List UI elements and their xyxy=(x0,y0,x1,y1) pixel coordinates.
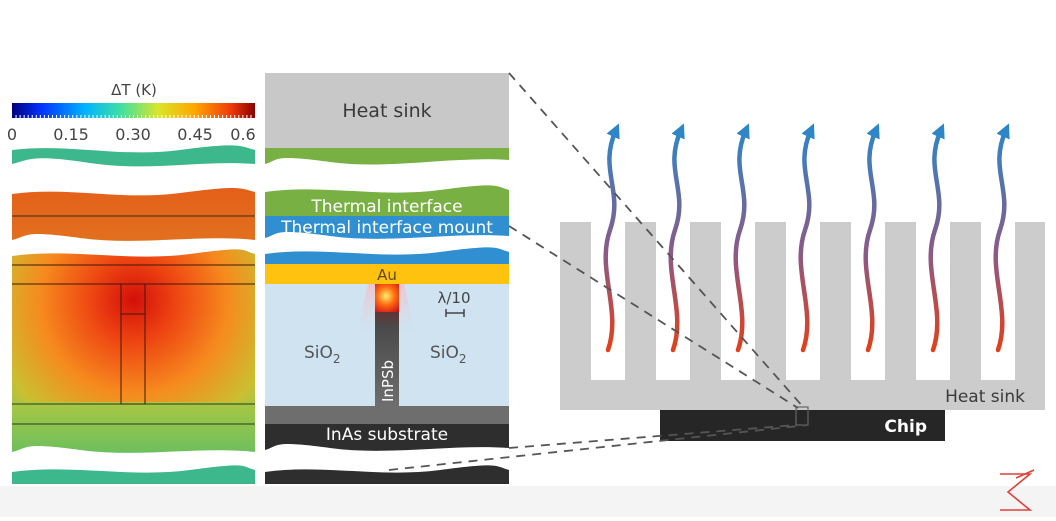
layer-stack xyxy=(265,73,509,484)
heat-flow-arrows xyxy=(603,123,1010,353)
stack-mount-strip xyxy=(265,247,509,264)
colorbar-tick-label: 0 xyxy=(7,125,17,144)
colorbar-tick-label: 0.6 xyxy=(230,125,255,144)
stack-gold xyxy=(265,264,509,284)
wavy-arrow-icon xyxy=(668,123,685,353)
colorbar-title: ΔT (K) xyxy=(111,81,157,99)
label-gold: Au xyxy=(377,266,397,284)
wavy-arrow-icon xyxy=(928,123,945,353)
label-thermal-interface-mount: Thermal interface mount xyxy=(280,218,493,238)
temperature-field xyxy=(12,145,255,484)
stack-thermal-interface xyxy=(265,185,509,216)
zoom-region xyxy=(795,406,809,426)
colorbar-tick-label: 0.45 xyxy=(177,125,213,144)
field-lower xyxy=(12,402,255,453)
zoom-callout-lines xyxy=(388,72,809,471)
label-substrate: InAs substrate xyxy=(326,425,448,445)
colorbar-minor-ticks xyxy=(15,115,252,118)
stack-thermal-interface-mount xyxy=(265,216,509,239)
colorbar-gradient xyxy=(12,103,255,118)
colorbar-tick-label: 0.30 xyxy=(115,125,151,144)
colorbar-tick-label: 0.15 xyxy=(53,125,89,144)
wavy-arrow-icon xyxy=(863,123,880,353)
field-strip-top xyxy=(12,145,255,167)
wavy-arrow-icon xyxy=(993,123,1010,353)
label-heat-sink: Heat sink xyxy=(342,100,431,122)
stack-interface-strip xyxy=(265,148,509,165)
colorbar: ΔT (K) 0 0.15 0.30 0.45 0.6 xyxy=(7,81,256,144)
brand-logo-icon xyxy=(1000,469,1035,511)
label-core: InPSb xyxy=(379,360,397,402)
scale-bar xyxy=(445,309,465,317)
heat-sink-assembly: Heat sink Chip xyxy=(560,123,1045,441)
field-main xyxy=(12,249,255,402)
wavy-arrow-icon xyxy=(603,123,620,353)
field-strip-bottom xyxy=(12,465,255,484)
hot-spot xyxy=(375,284,399,312)
wavy-arrow-icon xyxy=(733,123,750,353)
wavy-arrow-icon xyxy=(798,123,815,353)
stack-substrate xyxy=(265,424,509,451)
label-thermal-interface: Thermal interface xyxy=(310,197,462,217)
label-wavelength: λ/10 xyxy=(437,289,470,307)
label-oxide-left: SiO2 xyxy=(304,343,341,366)
field-band-upper xyxy=(12,187,255,241)
stack-heat-sink xyxy=(265,73,509,148)
label-chip: Chip xyxy=(884,417,927,437)
heat-sink-body xyxy=(560,222,1045,410)
core-outline xyxy=(120,283,146,405)
stack-buffer xyxy=(265,406,509,424)
label-oxide-right: SiO2 xyxy=(430,343,467,366)
label-assembly-heat-sink: Heat sink xyxy=(945,387,1025,407)
stack-substrate-strip xyxy=(265,465,509,484)
footer-band xyxy=(0,486,1056,517)
